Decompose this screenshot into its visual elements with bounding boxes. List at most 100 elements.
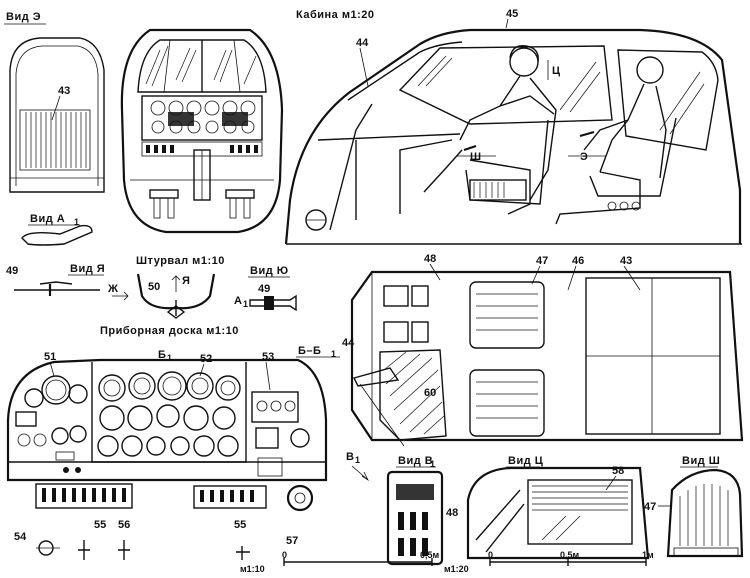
view-c-outline bbox=[466, 466, 650, 560]
letter-a1: А bbox=[234, 295, 242, 307]
front-panel-mini bbox=[141, 95, 263, 141]
callout-58: 58 bbox=[612, 465, 624, 477]
scale-left-zero: 0 bbox=[282, 550, 287, 560]
windshield-frame bbox=[137, 39, 267, 93]
windshield-glare-hatch bbox=[145, 45, 257, 87]
view-a1-title: Вид А bbox=[30, 213, 65, 225]
detail-55 bbox=[78, 540, 90, 560]
yoke-left-grip bbox=[168, 112, 194, 126]
panel-knob bbox=[286, 484, 314, 512]
scale-bar-right: 0 0,5м 1м м1:20 bbox=[444, 550, 654, 574]
lever-detail bbox=[21, 224, 93, 246]
callout-45: 45 bbox=[506, 8, 518, 20]
callout-48a: 48 bbox=[424, 253, 436, 265]
letter-a1-subscript: 1 bbox=[243, 299, 248, 309]
cabin-structure-strut bbox=[329, 103, 373, 231]
callout-49a: 49 bbox=[6, 265, 18, 277]
callout-51: 51 bbox=[44, 351, 56, 363]
callout-44a: 44 bbox=[356, 37, 369, 49]
view-sh-outline bbox=[666, 468, 744, 558]
callout-43a: 43 bbox=[58, 85, 70, 97]
section-bb: Б–Б 1 44 60 bbox=[296, 337, 447, 447]
right-switch-row bbox=[193, 485, 267, 509]
seat-back-slats bbox=[25, 112, 87, 168]
view-c: Вид Ц 58 bbox=[466, 455, 650, 560]
view-c-window-hatch bbox=[532, 485, 628, 541]
view-sh-title: Вид Ш bbox=[682, 455, 720, 467]
callout-55a: 55 bbox=[94, 519, 106, 531]
scale-left-mid: 0,5м bbox=[420, 550, 440, 560]
scale-bar-left: 0 0,5м м1:10 bbox=[240, 550, 440, 574]
view-b1-subscript: 1 bbox=[430, 459, 435, 469]
side-window-hatch bbox=[417, 55, 705, 135]
yoke-side-view bbox=[249, 294, 297, 312]
callout-43b: 43 bbox=[620, 255, 632, 267]
letter-zh: Ж bbox=[107, 283, 118, 295]
letter-v1: В bbox=[346, 451, 354, 463]
detail-54 bbox=[36, 540, 60, 556]
fuselage-front-outline bbox=[120, 28, 284, 234]
scale-right-end: 1м bbox=[642, 550, 654, 560]
scale-left-label: м1:10 bbox=[240, 564, 265, 574]
view-b1-console bbox=[386, 470, 444, 566]
instrument-panel: Приборная доска м1:10 Б 1 51 bbox=[6, 325, 328, 560]
yoke-section: 49 Вид Я Штурвал м1:10 Ж Я 50 Вид Ю 49 А… bbox=[6, 255, 297, 319]
pilot-seat bbox=[465, 119, 549, 205]
cabin-side-view: Кабина м1:20 45 Ц bbox=[284, 8, 742, 245]
section-b-marker: Б bbox=[158, 349, 166, 361]
plan-view: 48 47 46 43 bbox=[350, 253, 744, 442]
cabin-front-view bbox=[120, 28, 284, 234]
front-switch-row bbox=[146, 145, 258, 153]
panel-outline bbox=[6, 358, 328, 482]
callout-56: 56 bbox=[118, 519, 130, 531]
callout-50: 50 bbox=[148, 281, 160, 293]
section-bb-subscript: 1 bbox=[331, 349, 336, 359]
callout-47b: 47 bbox=[644, 501, 656, 513]
left-switch-row bbox=[35, 483, 133, 509]
yoke-top-view bbox=[14, 281, 100, 291]
section-hatch bbox=[383, 351, 445, 435]
view-ya-title: Вид Я bbox=[70, 263, 105, 275]
letter-ts: Ц bbox=[552, 65, 560, 77]
cabin-title: Кабина м1:20 bbox=[296, 9, 375, 21]
callout-44b: 44 bbox=[342, 337, 355, 349]
section-lever bbox=[352, 367, 400, 387]
side-window-rear bbox=[617, 49, 719, 151]
rubber-pedals bbox=[383, 285, 429, 343]
view-e-outline bbox=[9, 37, 105, 193]
callout-47a: 47 bbox=[536, 255, 548, 267]
front-seat-cushion-lines bbox=[476, 293, 538, 419]
section-bb-title: Б–Б bbox=[298, 345, 321, 357]
view-yu-title: Вид Ю bbox=[250, 265, 289, 277]
callout-60: 60 bbox=[424, 387, 436, 399]
scale-right-mid: 0,5м bbox=[560, 550, 580, 560]
side-window-front bbox=[398, 45, 613, 125]
fuselage-side-outline bbox=[284, 28, 742, 245]
front-pedals bbox=[149, 189, 255, 219]
letter-sh: Ш bbox=[470, 151, 481, 163]
right-gauge-cluster bbox=[251, 391, 310, 477]
letter-ya: Я bbox=[182, 275, 190, 287]
front-seat-left bbox=[469, 281, 545, 349]
section-b-subscript: 1 bbox=[167, 353, 172, 363]
panel-title: Приборная доска м1:10 bbox=[100, 325, 239, 337]
yoke-title: Штурвал м1:10 bbox=[136, 255, 225, 267]
view-a1-subscript: 1 bbox=[74, 217, 79, 227]
view-sh: Вид Ш 47 bbox=[644, 455, 744, 558]
seat-back-panel bbox=[19, 109, 91, 171]
front-seat-right bbox=[469, 369, 545, 437]
section-panel-cut bbox=[379, 349, 447, 441]
view-b1-switches bbox=[398, 512, 428, 556]
letter-e: Э bbox=[580, 151, 588, 163]
main-gauge-cluster bbox=[97, 371, 241, 457]
view-e: Вид Э 43 bbox=[4, 11, 105, 193]
view-c-window bbox=[527, 479, 633, 545]
left-gauge-cluster bbox=[15, 375, 88, 473]
callout-49b: 49 bbox=[258, 283, 270, 295]
view-sh-slats bbox=[679, 484, 729, 546]
callout-52: 52 bbox=[200, 353, 212, 365]
seat-base-holes bbox=[607, 201, 641, 211]
letter-v1-subscript: 1 bbox=[355, 455, 360, 465]
callout-46: 46 bbox=[572, 255, 584, 267]
